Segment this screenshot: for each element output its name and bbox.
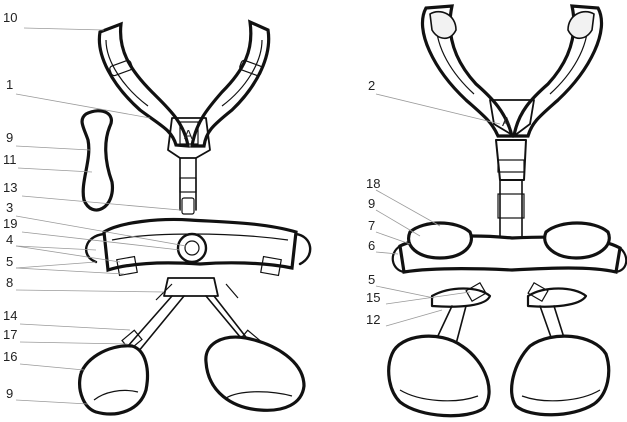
label-front-4: 4 [6, 232, 13, 247]
label-back-18: 18 [366, 176, 380, 191]
label-front-19: 19 [3, 216, 17, 231]
label-front-17: 17 [3, 327, 17, 342]
label-back-15: 15 [366, 290, 380, 305]
back-right-leg-loop [510, 334, 611, 417]
front-view: A [78, 19, 312, 416]
label-front-3: 3 [6, 200, 13, 215]
front-left-gear-loop [85, 232, 106, 264]
label-front-10: 10 [3, 10, 17, 25]
label-back-12: 12 [366, 312, 380, 327]
label-front-13: 13 [3, 180, 17, 195]
label-back-6: 6 [368, 238, 375, 253]
label-back-5: 5 [368, 272, 375, 287]
front-left-leg-loop [78, 344, 150, 416]
label-front-8: 8 [6, 275, 13, 290]
front-right-leg-loop [204, 335, 306, 412]
back-buckle-letter: A [502, 114, 511, 129]
label-front-9a: 9 [6, 130, 13, 145]
label-back-9: 9 [368, 196, 375, 211]
front-buckle-letter: A [184, 127, 193, 142]
label-back-2: 2 [368, 78, 375, 93]
spare-shoulder-pad [80, 109, 114, 212]
label-front-14: 14 [3, 308, 17, 323]
front-waist-belt [102, 217, 298, 273]
front-labels: 10 1 9 11 13 3 19 4 5 8 14 17 16 9 [3, 10, 17, 401]
front-right-shoulder-strap [190, 19, 271, 148]
label-back-7: 7 [368, 218, 375, 233]
back-left-leg-loop [387, 334, 491, 418]
label-front-11: 11 [3, 152, 17, 167]
label-front-16: 16 [3, 349, 17, 364]
label-front-1: 1 [6, 77, 13, 92]
back-view: A [387, 4, 627, 418]
back-labels: 2 18 9 7 6 5 15 12 [366, 78, 380, 327]
label-front-9b: 9 [6, 386, 13, 401]
back-right-gear-pad [543, 221, 611, 260]
front-belay-ring [176, 232, 208, 264]
back-left-gear-pad [407, 221, 473, 260]
leader-lines [15, 27, 501, 405]
label-front-5: 5 [6, 254, 13, 269]
front-right-gear-loop [294, 232, 312, 266]
front-left-shoulder-strap [97, 21, 190, 148]
